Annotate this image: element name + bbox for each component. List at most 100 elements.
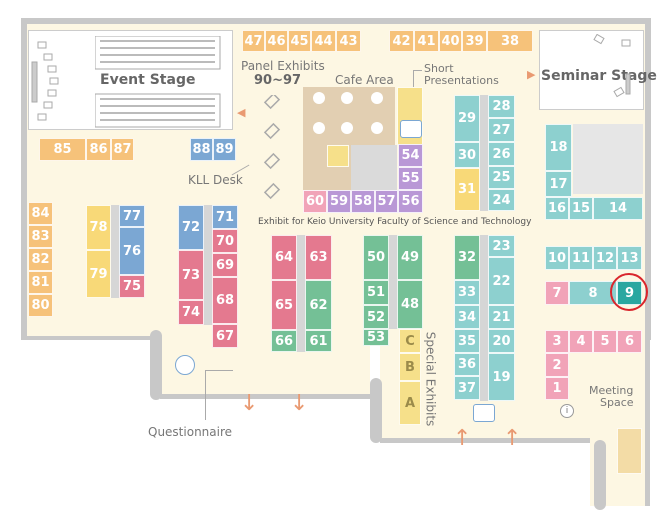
booth-36[interactable]: 36 (454, 353, 480, 376)
booth-56[interactable]: 56 (398, 190, 423, 213)
booth-45[interactable]: 45 (288, 30, 311, 52)
booth-41[interactable]: 41 (414, 30, 439, 52)
booth-60[interactable]: 60 (303, 190, 327, 213)
booth-15[interactable]: 15 (569, 197, 593, 220)
booth-88[interactable]: 88 (190, 138, 213, 161)
booth-69[interactable]: 69 (212, 253, 238, 277)
booth-85[interactable]: 85 (39, 138, 86, 161)
booth-C[interactable]: C (399, 329, 421, 353)
booth-8[interactable]: 8 (569, 281, 617, 305)
booth-79[interactable]: 79 (86, 250, 111, 298)
booth-10[interactable]: 10 (545, 246, 569, 270)
booth-50[interactable]: 50 (363, 235, 389, 280)
booth-34[interactable]: 34 (454, 305, 480, 329)
booth-29[interactable]: 29 (454, 95, 480, 142)
booth-63[interactable]: 63 (305, 235, 332, 280)
booth-87[interactable]: 87 (111, 138, 134, 161)
booth-31[interactable]: 31 (454, 168, 480, 211)
booth-67[interactable]: 67 (212, 324, 238, 348)
booth-A[interactable]: A (399, 381, 421, 425)
booth-24[interactable]: 24 (488, 189, 515, 211)
booth-40[interactable]: 40 (439, 30, 462, 52)
booth-26[interactable]: 26 (488, 142, 515, 166)
booth-14[interactable]: 14 (593, 197, 643, 220)
booth-22[interactable]: 22 (488, 257, 515, 305)
booth-35[interactable]: 35 (454, 329, 480, 353)
booth-54[interactable]: 54 (398, 144, 423, 167)
booth-4[interactable]: 4 (569, 330, 593, 353)
booth-61[interactable]: 61 (305, 330, 332, 352)
booth-2[interactable]: 2 (545, 353, 569, 377)
booth-39[interactable]: 39 (462, 30, 487, 52)
booth-B[interactable]: B (399, 353, 421, 381)
booth-59[interactable]: 59 (327, 190, 351, 213)
questionnaire-line (205, 370, 206, 420)
booth-52[interactable]: 52 (363, 305, 389, 329)
special-exhibits-label: Special Exhibits (423, 331, 438, 427)
booth-71[interactable]: 71 (212, 205, 238, 229)
booth-20[interactable]: 20 (488, 329, 515, 353)
booth-28[interactable]: 28 (488, 95, 515, 118)
booth-17[interactable]: 17 (545, 171, 572, 197)
booth-6[interactable]: 6 (617, 330, 642, 353)
booth-84[interactable]: 84 (28, 202, 53, 225)
booth-57[interactable]: 57 (375, 190, 398, 213)
booth-66[interactable]: 66 (271, 330, 297, 352)
booth-72[interactable]: 72 (178, 205, 204, 250)
booth-21[interactable]: 21 (488, 305, 515, 329)
short-presentation-pointer (413, 70, 422, 71)
booth-64[interactable]: 64 (271, 235, 297, 280)
booth-73[interactable]: 73 (178, 250, 204, 300)
booth-43[interactable]: 43 (336, 30, 361, 52)
booth-53[interactable]: 53 (363, 329, 389, 346)
booth-46[interactable]: 46 (265, 30, 288, 52)
booth-62[interactable]: 62 (305, 280, 332, 330)
booth-25[interactable]: 25 (488, 166, 515, 189)
booth-11[interactable]: 11 (569, 246, 593, 270)
booth-83[interactable]: 83 (28, 225, 53, 248)
booth-81[interactable]: 81 (28, 271, 53, 294)
booth-77[interactable]: 77 (119, 205, 145, 227)
booth-68[interactable]: 68 (212, 277, 238, 324)
booth-74[interactable]: 74 (178, 300, 204, 325)
pillar-left (150, 330, 162, 400)
booth-18[interactable]: 18 (545, 124, 572, 171)
booth-3[interactable]: 3 (545, 330, 569, 353)
booth-12[interactable]: 12 (593, 246, 617, 270)
booth-49[interactable]: 49 (397, 235, 423, 280)
booth-65[interactable]: 65 (271, 280, 297, 330)
divider-62 (297, 235, 305, 352)
booth-76[interactable]: 76 (119, 227, 145, 275)
booth-16[interactable]: 16 (545, 197, 569, 220)
booth-58[interactable]: 58 (351, 190, 375, 213)
booth-51[interactable]: 51 (363, 280, 389, 305)
divider-76 (111, 205, 119, 298)
booth-33[interactable]: 33 (454, 280, 480, 305)
booth-86[interactable]: 86 (86, 138, 111, 161)
cafe-area-label: Cafe Area (335, 73, 394, 87)
booth-75[interactable]: 75 (119, 275, 145, 298)
booth-5[interactable]: 5 (593, 330, 617, 353)
booth-44[interactable]: 44 (311, 30, 336, 52)
booth-80[interactable]: 80 (28, 294, 53, 317)
booth-48[interactable]: 48 (397, 280, 423, 329)
booth-32[interactable]: 32 (454, 235, 480, 280)
booth-13[interactable]: 13 (617, 246, 642, 270)
pillar-mid (370, 378, 382, 443)
booth-30[interactable]: 30 (454, 142, 480, 168)
booth-70[interactable]: 70 (212, 229, 238, 253)
booth-47[interactable]: 47 (242, 30, 265, 52)
panel-icon (263, 95, 281, 200)
booth-55[interactable]: 55 (398, 167, 423, 190)
booth-27[interactable]: 27 (488, 118, 515, 142)
booth-42[interactable]: 42 (389, 30, 414, 52)
booth-37[interactable]: 37 (454, 376, 480, 400)
booth-19[interactable]: 19 (488, 353, 515, 401)
booth-23[interactable]: 23 (488, 235, 515, 257)
booth-1[interactable]: 1 (545, 377, 569, 400)
booth-7[interactable]: 7 (545, 281, 569, 305)
booth-89[interactable]: 89 (213, 138, 236, 161)
booth-82[interactable]: 82 (28, 248, 53, 271)
booth-78[interactable]: 78 (86, 205, 111, 250)
booth-38[interactable]: 38 (487, 30, 533, 52)
